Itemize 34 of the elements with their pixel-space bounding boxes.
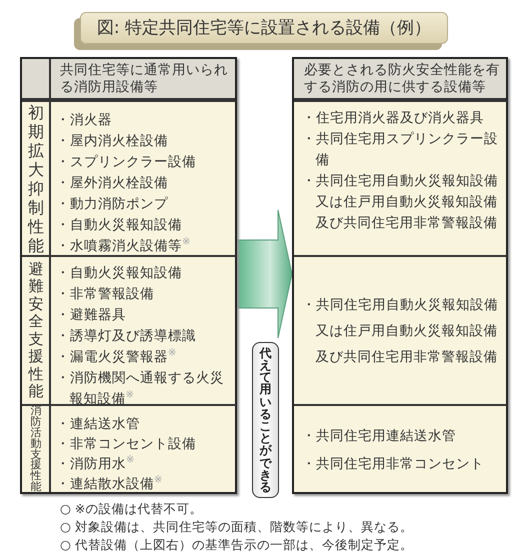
list-item: ・漏電火災警報器$^{※}$ [56,347,178,367]
header-cell: 共同住宅等に通常用いられる消防用設備等 [22,59,235,100]
list-item: ・消防用水$^{※}$ [56,454,136,474]
list-item: ・自動火災報知設備 [56,216,183,235]
list-item: ・連結散水設備$^{※}$ [56,474,164,494]
table-frame [292,57,508,494]
list-item: ・共同住宅用スプリンクラー設備 [302,130,499,170]
list-item: ・水噴霧消火設備等$^{※}$ [56,236,192,256]
list-item: ・屋内消火栓設備 [56,132,169,151]
note-text: ○ 代替設備（上図右）の基準告示の一部は、今後制定予定。 [60,536,413,553]
note-text: ○ ※の設備は代替不可。 [60,500,202,517]
table-frame [20,57,237,494]
list-item: ・自動火災報知設備 [56,264,183,283]
list-item: ・非常警報設備 [56,285,155,304]
list-item: ・非常コンセント設備 [56,435,197,454]
list-item: ・屋外消火栓設備 [56,174,169,193]
list-item: ・動力消防ポンプ [56,195,169,214]
category-label: 避難安全支援性能 [28,260,44,400]
list-item: ・共同住宅用自動火災報知設備又は住戸用自動火災報知設備及び共同住宅用非常警報設備 [302,172,499,233]
list-item: ・共同住宅用自動火災報知設備又は住戸用自動火災報知設備及び共同住宅用非常警報設備 [302,296,499,366]
note-text: ○ 対象設備は、共同住宅等の面積、階数等により、異なる。 [60,518,413,535]
list-item: ・消火器 [56,111,113,130]
list-item: ・共同住宅用連結送水管 [302,426,457,446]
list-item: ・連結送水管 [56,415,141,434]
list-item: ・スプリンクラー設備 [56,153,197,172]
block-arrow [236,210,293,338]
header-cell: 必要とされる防火安全性能を有する消防の用に供する設備等 [294,59,506,100]
list-item: ・共同住宅用非常コンセント [302,454,485,474]
list-item: ・消防機関へ通報する火災報知設備$^{※}$ [56,369,225,409]
list-item: ・避難器具 [56,306,127,325]
label-box: 代えて用いることができる [252,342,279,498]
category-label: 初期拡大抑制性能 [28,102,44,254]
list-item: ・住宅用消火器及び消火器具 [302,109,485,128]
list-item: ・誘導灯及び誘導標識 [56,327,197,346]
